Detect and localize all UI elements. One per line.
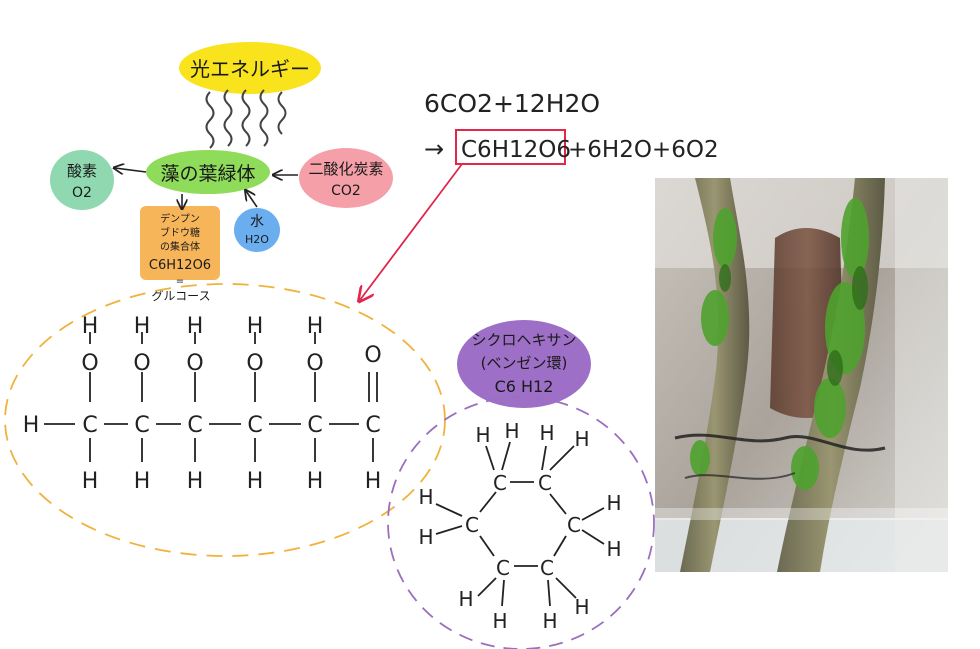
cyclohexane-atoms: C C C C C C H H H H H H H H H H H H — [418, 419, 621, 633]
glucose-bottom-h-4: H — [247, 469, 264, 494]
glucose-o-1: O — [81, 351, 98, 376]
glucose-bottom-h-1: H — [82, 469, 99, 494]
starch-equals: = — [176, 276, 184, 287]
cyclo-h-12: H — [418, 525, 433, 549]
glucose-top-h-4: H — [247, 314, 264, 339]
equation-product-boxed: C6H12O6 — [461, 137, 571, 163]
arrow-from-water — [246, 191, 258, 208]
chloroplast-bubble: 藻の葉緑体 — [146, 150, 270, 194]
equation-rest: +6H2O+6O2 — [568, 137, 719, 163]
cyclo-h-11: H — [418, 485, 433, 509]
glucose-c-2: C — [134, 413, 149, 438]
cyclo-c-6: C — [465, 513, 479, 537]
red-pointer-arrow — [360, 163, 463, 300]
light-energy-label: 光エネルギー — [190, 57, 310, 81]
cyclo-h-5: H — [606, 491, 621, 515]
oxygen-name: 酸素 — [67, 162, 97, 180]
boxed-glucose-frame — [455, 129, 566, 165]
equation: 6CO2+12H2O → C6H12O6 +6H2O+6O2 — [424, 89, 719, 165]
glucose-c-5: C — [307, 413, 322, 438]
cyclo-h-7: H — [574, 595, 589, 619]
cyclo-h-2: H — [504, 419, 519, 443]
starch-formula: C6H12O6 — [149, 258, 211, 273]
glucose-top-h-2: H — [134, 314, 151, 339]
cyclo-h-3: H — [539, 421, 554, 445]
aquarium-photo-illustration — [655, 178, 948, 572]
cyclohexane-circle — [387, 396, 655, 649]
equation-arrow: → — [424, 135, 444, 163]
equation-reactants: 6CO2+12H2O — [424, 89, 600, 118]
cyclo-c-1: C — [493, 471, 507, 495]
cyclo-h-9: H — [492, 609, 507, 633]
glucose-o-3: O — [186, 351, 203, 376]
co2-name: 二酸化炭素 — [308, 160, 383, 178]
cyclo-h-10: H — [458, 587, 473, 611]
glucose-o-2: O — [133, 351, 150, 376]
glucose-o-4: O — [246, 351, 263, 376]
starch-line-3: の集合体 — [160, 240, 200, 253]
aquarium-photo — [655, 178, 948, 572]
cyclo-c-3: C — [567, 513, 581, 537]
cyclo-c-2: C — [538, 471, 552, 495]
co2-formula: CO2 — [331, 183, 361, 199]
glucose-left-h: H — [23, 413, 40, 438]
light-energy-bubble: 光エネルギー — [179, 42, 321, 94]
flow-arrows — [115, 168, 298, 208]
cyclohexane-bonds — [435, 441, 605, 607]
glucose-top-h-3: H — [187, 314, 204, 339]
glucose-bottom-h-2: H — [134, 469, 151, 494]
cyclo-c-5: C — [496, 556, 510, 580]
water-formula: H2O — [245, 233, 269, 246]
glucose-c-6: C — [365, 413, 380, 438]
glucose-o-6: O — [364, 343, 381, 368]
starch-line-2: ブドウ糖 — [160, 226, 200, 239]
glucose-top-h-1: H — [82, 314, 99, 339]
glucose-c-1: C — [82, 413, 97, 438]
cyclohexane-bubble: シクロヘキサン (ベンゼン環) C6 H12 — [457, 320, 591, 408]
arrow-to-oxygen — [115, 168, 147, 172]
glucose-label: グルコース — [151, 289, 210, 303]
cyclohexane-name: シクロヘキサン — [471, 331, 576, 349]
cyclo-h-1: H — [475, 423, 490, 447]
glucose-bottom-h-3: H — [187, 469, 204, 494]
water-bubble: 水 H2O — [234, 208, 280, 252]
glucose-c-4: C — [247, 413, 262, 438]
glucose-o-5: O — [306, 351, 323, 376]
glucose-bottom-h-5: H — [307, 469, 324, 494]
cyclo-h-8: H — [542, 609, 557, 633]
glucose-atoms: H H H H H O O O O O O H C C C C C C H H … — [23, 314, 382, 494]
cyclohexane-formula: C6 H12 — [495, 377, 554, 396]
starch-line-1: デンプン — [160, 212, 200, 225]
glucose-c-3: C — [187, 413, 202, 438]
co2-bubble: 二酸化炭素 CO2 — [299, 148, 393, 208]
glucose-top-h-5: H — [307, 314, 324, 339]
cyclo-h-4: H — [574, 427, 589, 451]
water-name: 水 — [250, 214, 264, 230]
glucose-structure — [44, 332, 378, 462]
glucose-bottom-h-6: H — [365, 469, 382, 494]
light-waves — [205, 89, 287, 149]
oxygen-formula: O2 — [72, 185, 92, 201]
cyclo-h-6: H — [606, 537, 621, 561]
oxygen-bubble: 酸素 O2 — [50, 150, 114, 210]
chloroplast-label: 藻の葉緑体 — [160, 163, 255, 185]
starch-box: デンプン ブドウ糖 の集合体 C6H12O6 = — [140, 206, 220, 287]
cyclohexane-subtitle: (ベンゼン環) — [481, 354, 568, 372]
cyclo-c-4: C — [540, 556, 554, 580]
